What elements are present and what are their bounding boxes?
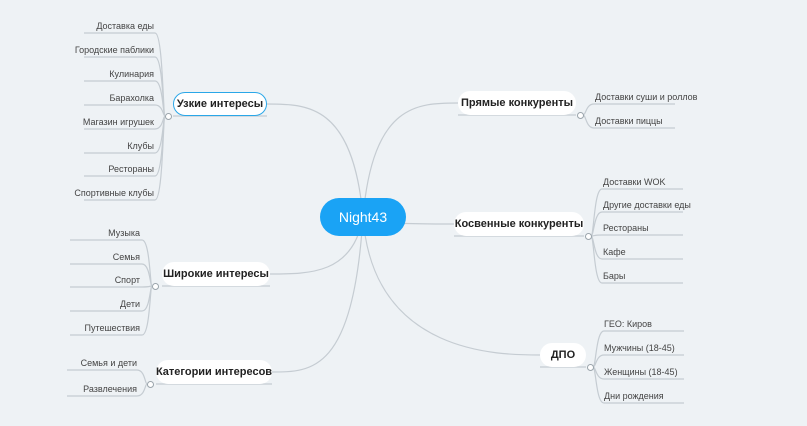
- link-indirect-1: [590, 211, 683, 237]
- root-node-night43[interactable]: Night43: [320, 198, 406, 236]
- leaf-narrow-2[interactable]: Кулинария: [109, 69, 154, 79]
- leaf-dpo-3[interactable]: Дни рождения: [604, 391, 664, 401]
- collapse-toggle-wide[interactable]: [151, 282, 159, 290]
- link-direct-0: [582, 103, 675, 116]
- leaf-indirect-4[interactable]: Бары: [603, 271, 626, 281]
- link-root-direct: [362, 102, 459, 218]
- link-wide-1: [70, 263, 153, 287]
- leaf-narrow-0[interactable]: Доставка еды: [96, 21, 154, 31]
- link-narrow-7: [84, 115, 166, 201]
- leaf-wide-0[interactable]: Музыка: [108, 228, 140, 238]
- link-root-categories: [271, 216, 364, 373]
- link-root-narrow: [266, 103, 364, 218]
- branch-wide-interests[interactable]: Широкие интересы: [162, 262, 270, 286]
- leaf-dpo-0[interactable]: ГЕО: Киров: [604, 319, 652, 329]
- leaf-narrow-7[interactable]: Спортивные клубы: [74, 188, 154, 198]
- leaf-indirect-0[interactable]: Доставки WOK: [603, 177, 666, 187]
- link-wide-2: [70, 285, 153, 288]
- leaf-categories-1[interactable]: Развлечения: [83, 384, 137, 394]
- branch-dpo[interactable]: ДПО: [540, 343, 586, 367]
- leaf-wide-4[interactable]: Путешествия: [84, 323, 140, 333]
- leaf-categories-0[interactable]: Семья и дети: [80, 358, 137, 368]
- link-direct-1: [582, 114, 675, 129]
- leaf-narrow-6[interactable]: Рестораны: [108, 164, 154, 174]
- leaf-direct-0[interactable]: Доставки суши и роллов: [595, 92, 698, 102]
- leaf-dpo-2[interactable]: Женщины (18-45): [604, 367, 678, 377]
- collapse-toggle-direct[interactable]: [576, 111, 584, 119]
- leaf-indirect-1[interactable]: Другие доставки еды: [603, 200, 691, 210]
- link-indirect-4: [590, 235, 683, 284]
- branch-narrow-interests[interactable]: Узкие интересы: [173, 92, 267, 116]
- leaf-narrow-1[interactable]: Городские паблики: [74, 45, 154, 55]
- link-narrow-3: [84, 104, 166, 117]
- collapse-toggle-indirect[interactable]: [584, 232, 592, 240]
- leaf-direct-1[interactable]: Доставки пиццы: [595, 116, 663, 126]
- link-root-dpo: [362, 216, 541, 356]
- leaf-narrow-5[interactable]: Клубы: [127, 141, 154, 151]
- link-dpo-3: [592, 366, 684, 404]
- leaf-narrow-3[interactable]: Барахолка: [109, 93, 154, 103]
- leaf-narrow-4[interactable]: Магазин игрушек: [82, 117, 154, 127]
- leaf-indirect-3[interactable]: Кафе: [603, 247, 626, 257]
- collapse-toggle-narrow[interactable]: [164, 112, 172, 120]
- link-dpo-1: [592, 354, 684, 368]
- link-categories-0: [67, 369, 148, 385]
- leaf-wide-1[interactable]: Семья: [112, 252, 140, 262]
- branch-indirect-competitors[interactable]: Косвенные конкуренты: [454, 212, 584, 236]
- leaf-indirect-2[interactable]: Рестораны: [603, 223, 649, 233]
- leaf-dpo-1[interactable]: Мужчины (18-45): [604, 343, 675, 353]
- leaf-wide-3[interactable]: Дети: [120, 299, 140, 309]
- link-indirect-2: [590, 234, 683, 237]
- link-categories-1: [67, 383, 148, 397]
- link-narrow-1: [84, 56, 166, 117]
- collapse-toggle-dpo[interactable]: [586, 363, 594, 371]
- collapse-toggle-categories[interactable]: [146, 380, 154, 388]
- link-wide-4: [70, 285, 153, 336]
- branch-interest-categories[interactable]: Категории интересов: [156, 360, 272, 384]
- branch-direct-competitors[interactable]: Прямые конкуренты: [458, 91, 576, 115]
- leaf-wide-2[interactable]: Спорт: [114, 275, 140, 285]
